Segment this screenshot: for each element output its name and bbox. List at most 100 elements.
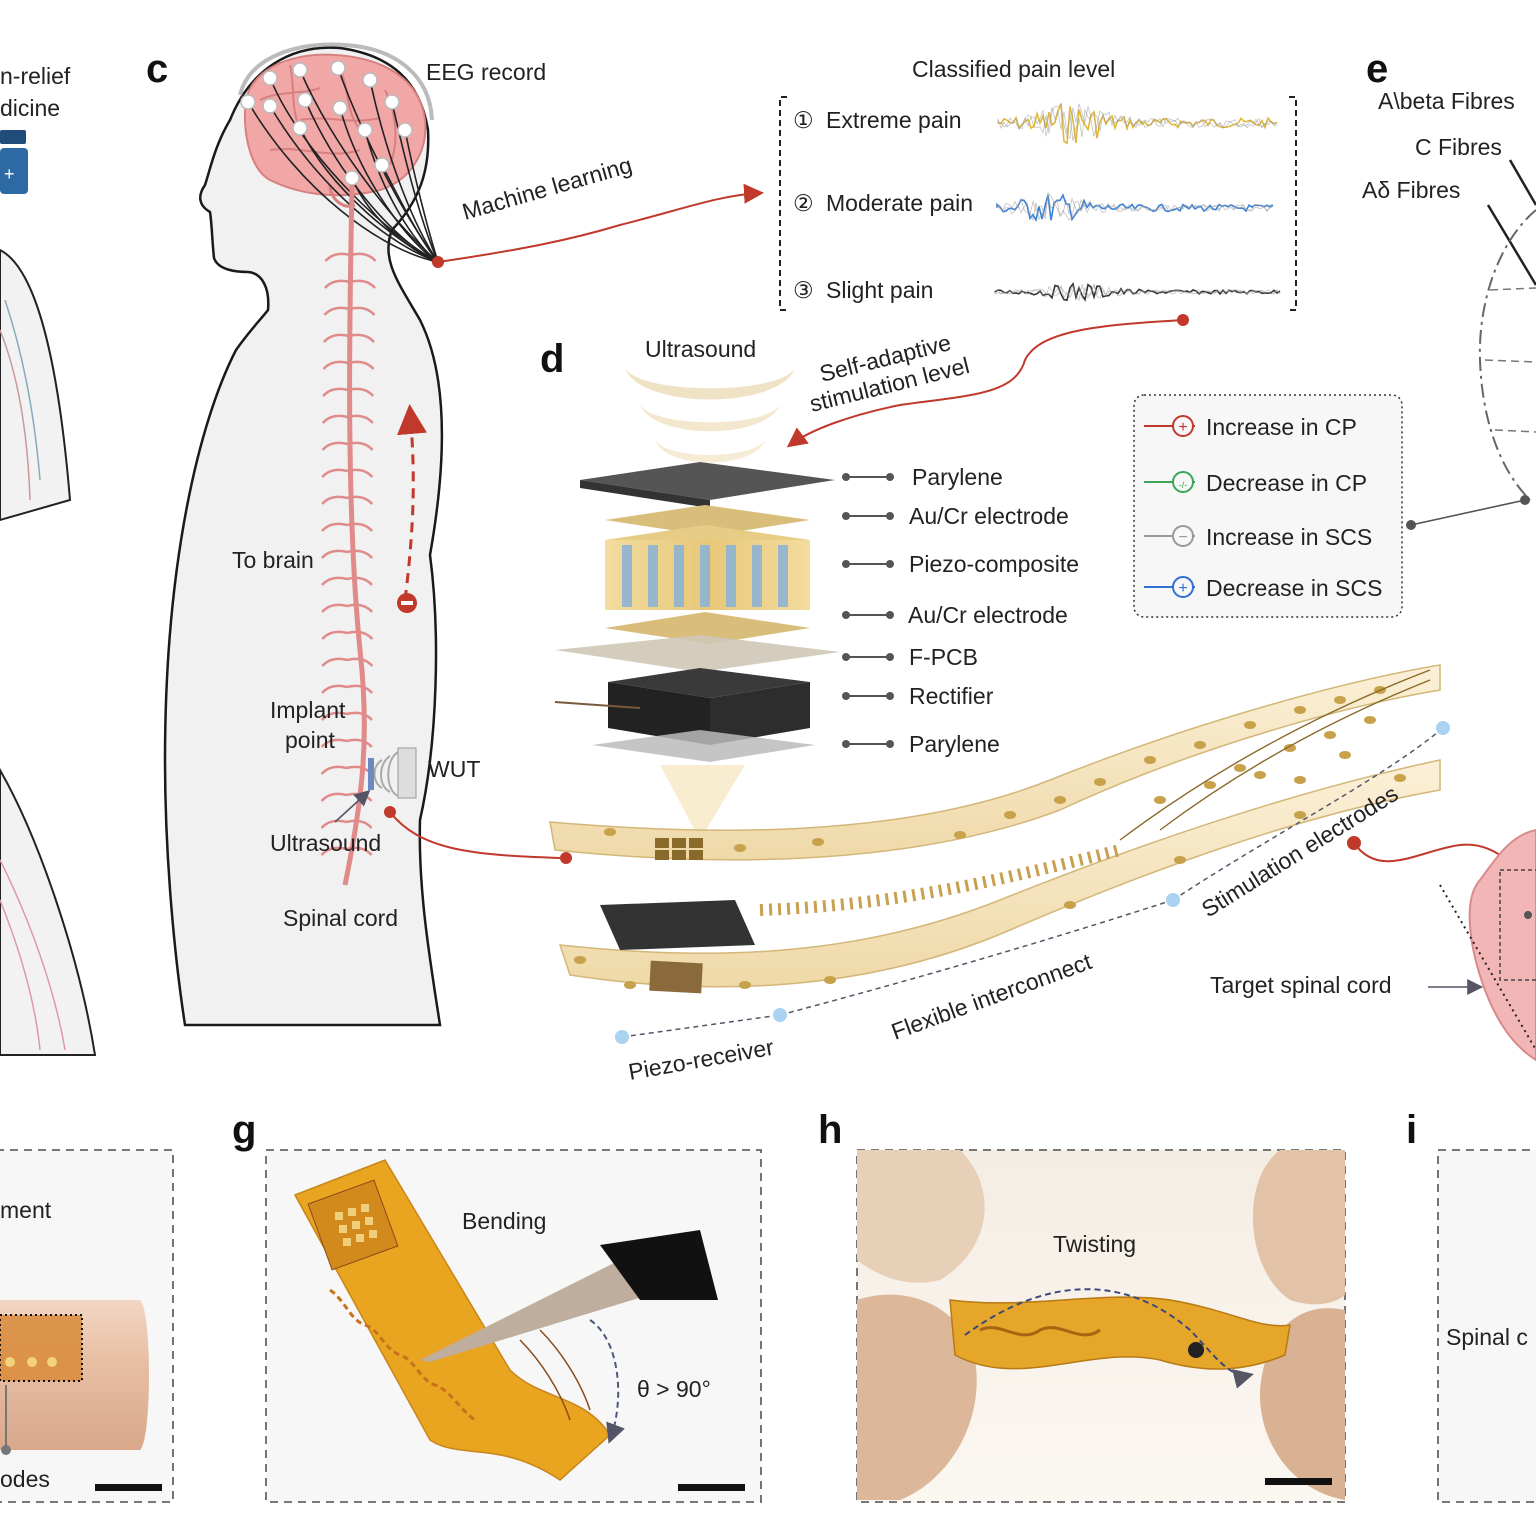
legend-symbol-icon: [1172, 415, 1194, 437]
ultrasound-waves: [625, 368, 795, 463]
layer-label-text: Parylene: [912, 464, 1003, 490]
pain-level-title: Classified pain level: [912, 56, 1115, 82]
twist-arrow: [964, 1288, 1254, 1389]
wut-label: WUT: [428, 756, 480, 782]
device-strip-bottom: [558, 759, 1441, 994]
spinal-cord-label: Spinal cord: [283, 905, 398, 931]
layer-label-text: F-PCB: [909, 644, 978, 670]
arm-silhouette-top: [0, 248, 72, 522]
to-brain-label: To brain: [232, 547, 314, 573]
implant-to-device-arrow: [389, 811, 561, 859]
panel-letter-h: h: [818, 1108, 842, 1152]
panel-h: h Twisting: [818, 1108, 1346, 1503]
panel-c: c: [146, 42, 764, 1027]
pain-item-2-num: ②: [793, 190, 814, 216]
legend-item-3: + Decrease in SCS: [1144, 575, 1382, 601]
layer-electrode-top: [605, 505, 810, 536]
legend-symbol-text: −: [1178, 529, 1187, 546]
layer-parylene-top: [580, 462, 835, 508]
device-on-finger: [0, 1315, 82, 1381]
bend-angle-arc: [589, 1319, 625, 1444]
layer-parylene-bottom: [592, 730, 815, 762]
layer-label-text: Piezo-composite: [909, 551, 1079, 577]
bracket-right: [1289, 96, 1297, 311]
layer-piezo-composite: [605, 525, 810, 610]
ultrasound-label-c: Ultrasound: [270, 830, 381, 856]
dimension-guides: [621, 727, 1444, 1038]
legend-connector-line: [1410, 499, 1526, 526]
bracket-left: [779, 96, 787, 311]
panel-i-fragment: i Spinal c: [1406, 1108, 1536, 1503]
a-delta-pointer: [1486, 204, 1536, 286]
layer-label-1: Au/Cr electrode: [842, 503, 1069, 529]
legend-item-2: − Increase in SCS: [1144, 524, 1372, 550]
layer-label-3: Au/Cr electrode: [842, 602, 1068, 628]
panel-f-fragment: ment odes: [0, 1149, 174, 1503]
layer-label-text: Au/Cr electrode: [909, 503, 1069, 529]
adaptive-feedback-arrow: [786, 319, 1184, 448]
legend-symbol-text: -/-: [1179, 480, 1188, 490]
legend-label: Decrease in CP: [1206, 470, 1367, 496]
medicine-bottle-icon: +: [0, 130, 28, 194]
legend-label: Decrease in SCS: [1206, 575, 1382, 601]
pain-level-panel: Classified pain level ① Extreme pain ② M…: [779, 56, 1297, 448]
layer-label-0: Parylene: [842, 464, 1003, 490]
panel-b-label-line2: dicine: [0, 95, 60, 121]
nerve-divisions: [1484, 287, 1536, 433]
layer-label-text: Parylene: [909, 731, 1000, 757]
twisted-device: [949, 1296, 1291, 1370]
ultrasound-pointer: [334, 789, 371, 823]
to-brain-arrow: [397, 404, 427, 601]
panel-b-fragment: n-relief dicine +: [0, 63, 97, 1056]
c-fibres-label: C Fibres: [1415, 134, 1502, 160]
piezo-receiver-label: Piezo-receiver: [626, 1034, 776, 1085]
layer-rectifier: [554, 668, 810, 745]
device-strip-top: [549, 664, 1441, 861]
legend-label: Increase in SCS: [1206, 524, 1372, 550]
legend-label: Increase in CP: [1206, 414, 1357, 440]
machine-learning-label: Machine learning: [459, 152, 635, 225]
panel-d: d Ultrasound Self-adaptive stimulation l…: [540, 329, 1536, 1085]
scale-bar-f: [95, 1484, 162, 1491]
layer-label-text: Au/Cr electrode: [908, 602, 1068, 628]
wut-device-icon: [368, 747, 417, 799]
twisting-label: Twisting: [1053, 1231, 1136, 1257]
a-delta-fibres-label: Aδ Fibres: [1362, 177, 1460, 203]
legend-item-0: +Increase in CP: [1144, 414, 1357, 440]
pain-item-1-label: Extreme pain: [826, 107, 962, 133]
device-connection-dot: [560, 852, 572, 864]
pain-item-3-num: ③: [793, 277, 814, 303]
bent-device-photo: [293, 1159, 611, 1481]
eeg-electrode-wires: [247, 67, 439, 263]
legend-box: +Increase in CP-/-Decrease in CP−Increas…: [1133, 394, 1526, 618]
legend-symbol-icon: [1172, 525, 1194, 547]
panel-letter-c: c: [146, 47, 168, 91]
legend-symbol-icon: [1172, 471, 1194, 493]
panel-f-bottom-label: odes: [0, 1466, 50, 1492]
ultrasound-label-d: Ultrasound: [645, 336, 756, 362]
tweezers-icon: [420, 1230, 718, 1362]
dimension-dots: [615, 721, 1450, 1044]
implant-point-label-1: Implant: [270, 697, 346, 723]
human-silhouette: [163, 46, 444, 1027]
spinal-cord-tissue: [1439, 828, 1536, 1062]
flexible-interconnect-label: Flexible interconnect: [888, 948, 1096, 1045]
bending-label: Bending: [462, 1208, 546, 1234]
panel-letter-d: d: [540, 337, 564, 381]
panel-i-spinal-label: Spinal c: [1446, 1324, 1528, 1350]
layer-label-5: Rectifier: [842, 683, 994, 709]
zoom-cone: [660, 765, 745, 840]
panel-f-top-label: ment: [0, 1197, 52, 1223]
layer-label-6: Parylene: [842, 731, 1000, 757]
legend-symbol-text: +: [1178, 580, 1187, 597]
layer-electrode-bottom: [605, 612, 810, 644]
legend-symbol-icon: [1172, 576, 1194, 598]
layer-fpcb: [555, 635, 840, 672]
eeg-waveforms: [994, 101, 1281, 302]
panel-g: g Bending θ > 90°: [232, 1108, 762, 1503]
eeg-cap-outline: [238, 42, 434, 121]
spinal-nerve-ticks: [320, 252, 377, 856]
arm-silhouette-bottom: [0, 767, 97, 1056]
